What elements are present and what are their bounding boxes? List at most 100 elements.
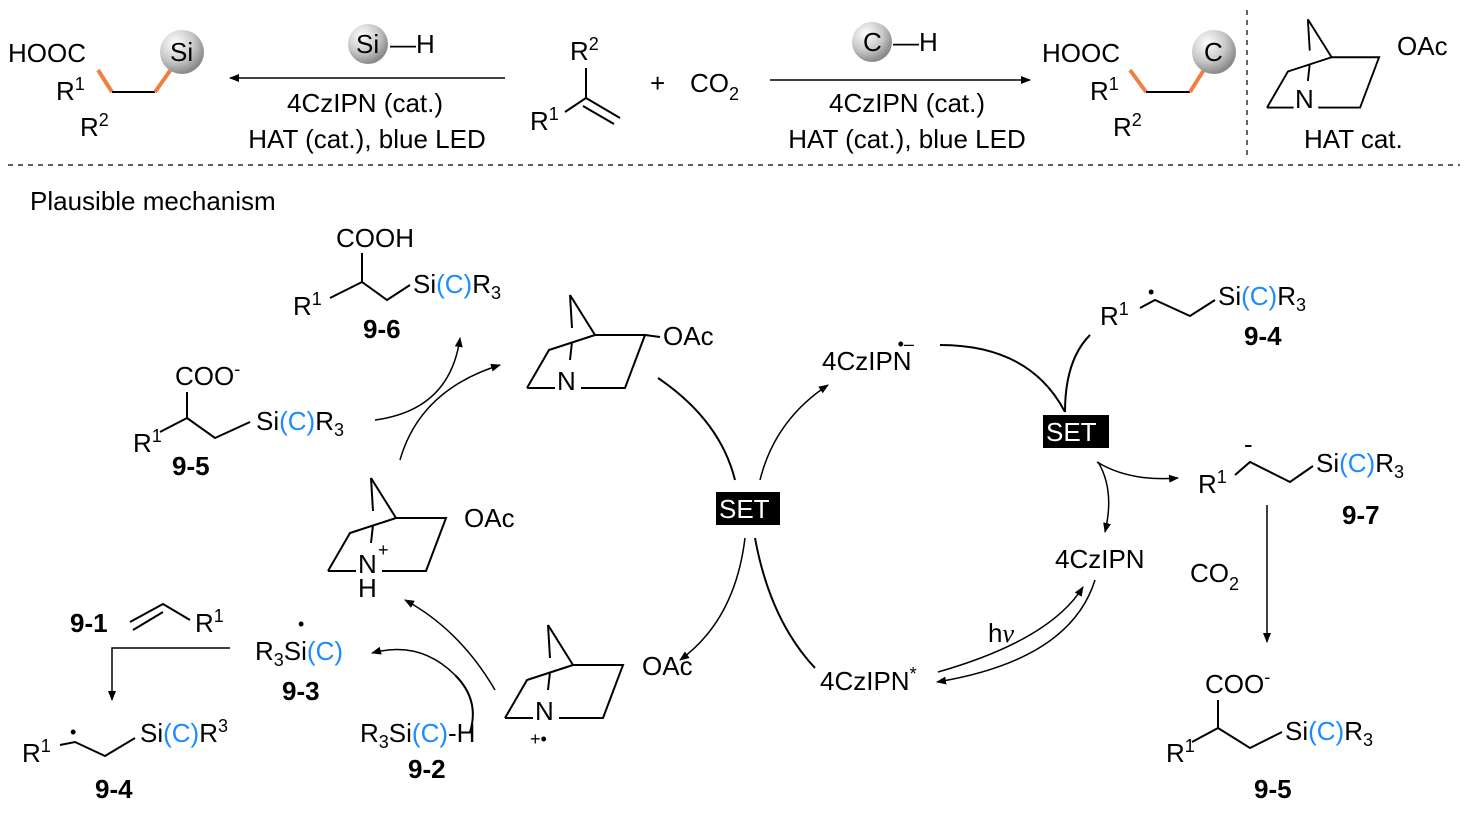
r1-label: R1	[22, 736, 51, 768]
oac-label: OAc	[464, 503, 515, 533]
r1-label: R1	[1198, 467, 1227, 499]
c-sphere-icon	[852, 22, 892, 62]
compound-label: 9-7	[1342, 500, 1380, 530]
quinuclidinium: N + H OAc	[327, 477, 515, 603]
left-product: HOOC Si R1 R2	[8, 30, 204, 142]
bond-label: —H	[390, 29, 435, 59]
r2-label: R2	[1113, 110, 1142, 142]
radical-cation-charge: +•	[530, 729, 547, 749]
compound-9-7: R1 - Si(C)R3 9-7	[1198, 429, 1404, 530]
si-sphere-icon	[348, 24, 388, 64]
r2-label: R2	[80, 110, 109, 142]
c-h-reagent: C —H	[852, 22, 938, 62]
radical-dot: •	[1148, 282, 1154, 302]
compound-label: 9-4	[1244, 321, 1282, 351]
silyl-radical: R3Si(C)	[255, 636, 343, 670]
plus-charge: +	[378, 540, 389, 560]
new-csi-bond	[153, 66, 174, 94]
alkene-substrate: R2 R1	[530, 34, 621, 136]
set-center-badge: SET	[716, 492, 780, 525]
coo-label: COO-	[1205, 667, 1270, 699]
r1-label: R1	[1090, 74, 1119, 106]
right-condition-2: HAT (cat.), blue LED	[788, 124, 1025, 154]
new-cc-bond	[1128, 68, 1148, 94]
sphere-label: C	[1204, 37, 1223, 67]
compound-9-5-right: COO- R1 Si(C)R3 9-5	[1166, 667, 1373, 804]
hooc-label: HOOC	[8, 38, 86, 68]
compound-9-4-right: R1 • Si(C)R3 9-4	[1100, 281, 1306, 351]
compound-label: 9-5	[172, 451, 210, 481]
r1-label: R1	[56, 74, 85, 106]
r1-label: R1	[293, 289, 322, 321]
si-group: Si(C)R3	[1285, 716, 1373, 750]
hooc-label: HOOC	[1042, 38, 1120, 68]
h-label: H	[358, 573, 377, 603]
compound-label: 9-1	[70, 608, 108, 638]
set-label: SET	[719, 494, 770, 524]
mechanism-arrows	[371, 334, 1179, 733]
czipn-ground: 4CzIPN	[1055, 544, 1145, 574]
plus-sign: +	[650, 68, 665, 98]
coo-label: COO-	[175, 359, 240, 391]
excited-to-czipn-arrow	[937, 586, 1084, 673]
right-condition-1: 4CzIPN (cat.)	[829, 88, 985, 118]
anion-to-set-curve	[939, 344, 1066, 413]
czipn-to-excited-arrow	[936, 579, 1096, 685]
hat-curve	[454, 674, 474, 733]
si-group: Si(C)R3	[140, 716, 228, 748]
compound-label: 9-6	[363, 314, 401, 344]
quinuclidine-to-set-curve	[657, 377, 736, 481]
si-group: Si(C)R3	[256, 406, 344, 440]
oac-label: OAc	[1397, 31, 1448, 61]
co2-reagent: CO2	[1190, 558, 1239, 594]
left-condition-2: HAT (cat.), blue LED	[248, 124, 485, 154]
carbanion-charge: -	[1244, 429, 1253, 459]
radical-to-set-curve	[1064, 334, 1091, 413]
alkene-addition-arrow	[108, 647, 230, 701]
compound-9-3: • R3Si(C) 9-3	[255, 614, 343, 706]
cooh-label: COOH	[336, 223, 414, 253]
set-label: SET	[1046, 417, 1097, 447]
compound-9-6: COOH R1 Si(C)R3 9-6	[293, 223, 501, 344]
catalyst-regeneration-arrow	[399, 363, 501, 461]
bond-label: —H	[893, 27, 938, 57]
czipn-excited: 4CzIPN*	[820, 664, 917, 696]
hat-cat-label: HAT cat.	[1304, 124, 1403, 154]
hat-to-quinuclidinium-arrow	[404, 599, 496, 691]
compound-9-2: R3Si(C)-H 9-2	[360, 718, 475, 784]
set-to-anion-arrow	[759, 384, 829, 481]
si-sphere-icon	[160, 30, 204, 74]
c-sphere-icon	[1192, 30, 1236, 74]
right-product: HOOC C R1 R2	[1042, 30, 1236, 142]
new-cc-bond	[96, 68, 114, 94]
r1-label: R1	[1166, 736, 1195, 768]
compound-label: 9-3	[282, 676, 320, 706]
sphere-label: Si	[356, 29, 379, 59]
r1-label: R1	[133, 426, 162, 458]
new-cc-bond	[1188, 66, 1207, 94]
si-group: Si(C)R3	[1218, 281, 1306, 315]
protonation-arrow	[374, 337, 463, 421]
quinuclidine-catalyst: N OAc	[526, 294, 714, 396]
n-label: N	[557, 366, 576, 396]
set-to-radical-cation-arrow	[679, 537, 746, 661]
radical-dot: •	[70, 722, 76, 742]
r1-label: R1	[195, 606, 224, 638]
compound-9-1: 9-1 R1	[70, 602, 224, 638]
hat-catalyst: N OAc HAT cat.	[1266, 18, 1448, 154]
sphere-label: Si	[170, 37, 193, 67]
compound-9-4-left: R1 • Si(C)R3 9-4	[22, 716, 228, 804]
hat-to-silyl-radical-arrow	[371, 646, 456, 676]
r2-label: R2	[570, 34, 599, 66]
hv-label: hν	[988, 618, 1014, 648]
set-to-carbanion-arrow	[1096, 461, 1179, 483]
excited-to-set-curve	[754, 537, 816, 669]
oac-label: OAc	[663, 321, 714, 351]
left-condition-1: 4CzIPN (cat.)	[287, 88, 443, 118]
n-label: N	[1295, 84, 1314, 114]
compound-label: 9-2	[408, 754, 446, 784]
n-label: N	[535, 696, 554, 726]
r1-label: R1	[1100, 299, 1129, 331]
radical-dot: •	[298, 614, 304, 634]
